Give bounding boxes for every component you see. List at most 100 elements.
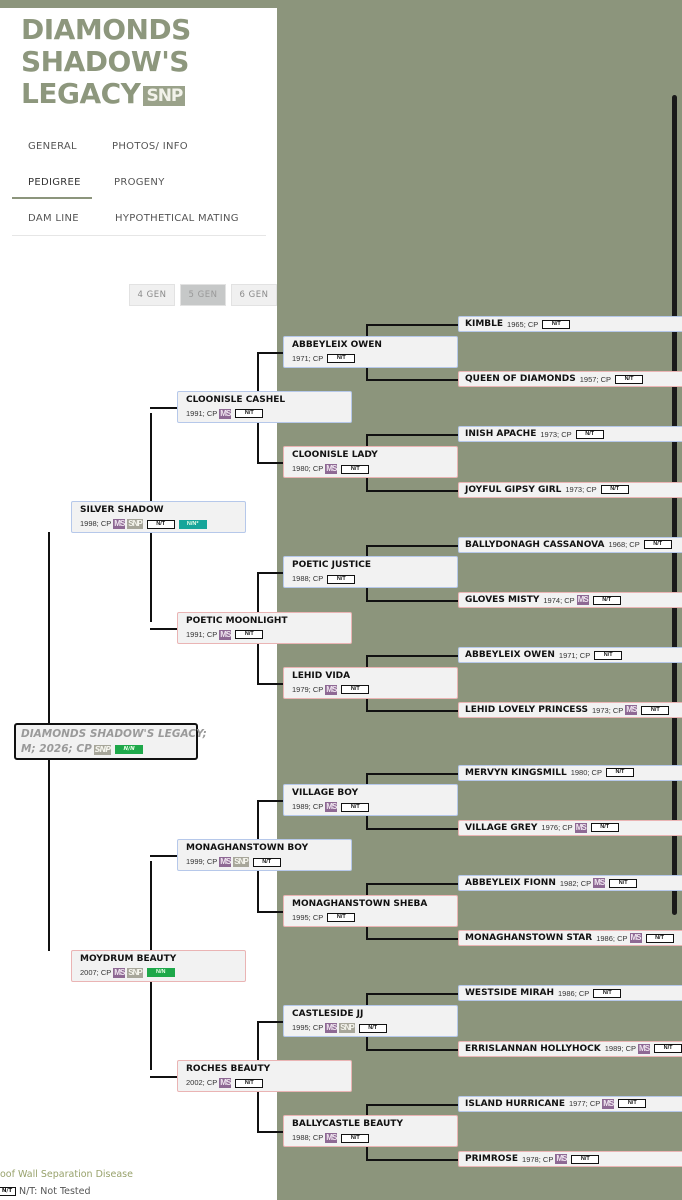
nt-badge: N/T bbox=[341, 802, 370, 812]
tab-general[interactable]: GENERAL bbox=[28, 141, 77, 152]
pedigree-connector bbox=[366, 938, 458, 941]
scrollbar[interactable] bbox=[672, 95, 677, 915]
gen-4-button[interactable]: 4 GEN bbox=[129, 284, 175, 306]
pedigree-connector bbox=[366, 600, 458, 602]
ancestor-name: ABBEYLEIX FIONN bbox=[465, 878, 556, 888]
pedigree-connector bbox=[150, 412, 152, 503]
tab-pedigree[interactable]: PEDIGREE bbox=[28, 177, 81, 188]
snp-badge: SNP bbox=[93, 744, 111, 755]
ms-badge: MS bbox=[576, 595, 589, 605]
nt-badge: N/T bbox=[654, 1044, 682, 1054]
ancestor-name: VILLAGE GREY bbox=[465, 822, 538, 833]
tab-dam-line[interactable]: DAM LINE bbox=[28, 213, 79, 224]
gen-6-button[interactable]: 6 GEN bbox=[231, 284, 277, 306]
tab-progeny[interactable]: PROGENY bbox=[114, 177, 165, 188]
ancestor-name: BALLYDONAGH CASSANOVA bbox=[465, 539, 605, 550]
ms-badge: MS bbox=[629, 933, 642, 944]
ancestor-name: MERVYN KINGSMILL bbox=[465, 767, 567, 778]
ancestor-name: CLOONISLE CASHEL bbox=[186, 394, 286, 405]
ms-badge: MS bbox=[219, 629, 232, 640]
nt-badge: N/T bbox=[645, 933, 674, 943]
ancestor-name: POETIC MOONLIGHT bbox=[186, 615, 288, 626]
ancestor-name: JOYFUL GIPSY GIRL bbox=[465, 484, 562, 495]
nt-badge: N/T bbox=[605, 768, 634, 778]
legend-hwsd: oof Wall Separation Disease bbox=[0, 1169, 133, 1180]
ancestor-name: ROCHES BEAUTY bbox=[186, 1064, 271, 1075]
nn-star-badge: N/N* bbox=[178, 519, 207, 529]
ms-badge: MS bbox=[325, 464, 338, 474]
nn-badge: N/N bbox=[146, 968, 175, 978]
pedigree-connector bbox=[366, 993, 458, 996]
gen-5-button[interactable]: 5 GEN bbox=[180, 284, 226, 306]
nav-divider bbox=[12, 235, 266, 236]
nt-badge: N/T bbox=[341, 1133, 370, 1143]
snp-badge: SNP bbox=[127, 519, 143, 530]
ancestor-name: KIMBLE bbox=[465, 319, 504, 329]
pedigree-connector bbox=[366, 1159, 458, 1161]
nt-badge: N/T bbox=[327, 354, 356, 364]
ms-badge: MS bbox=[625, 705, 638, 716]
tab-photos-info[interactable]: PHOTOS/ INFO bbox=[112, 141, 188, 152]
subject-horse-card[interactable]: DIAMONDS SHADOW'S LEGACY; M; 2026; CP SN… bbox=[14, 723, 207, 760]
ancestor-name: POETIC JUSTICE bbox=[292, 560, 372, 571]
ancestor-name: CLOONISLE LADY bbox=[292, 450, 378, 460]
tab-hypothetical-mating[interactable]: HYPOTHETICAL MATING bbox=[115, 213, 239, 224]
nt-badge: N/T bbox=[252, 857, 281, 867]
ms-badge: MS bbox=[113, 967, 126, 978]
ms-badge: MS bbox=[325, 802, 338, 813]
ancestor-name: SILVER SHADOW bbox=[80, 505, 164, 516]
ancestor-name: QUEEN OF DIAMONDS bbox=[465, 374, 576, 385]
ms-badge: MS bbox=[638, 1043, 651, 1054]
nt-badge: N/T bbox=[327, 913, 356, 923]
pedigree-connector bbox=[366, 434, 458, 437]
ancestor-name: LEHID LOVELY PRINCESS bbox=[465, 705, 589, 716]
ms-badge: MS bbox=[593, 878, 606, 888]
ancestor-name: BALLYCASTLE BEAUTY bbox=[292, 1119, 403, 1130]
pedigree-connector bbox=[257, 351, 285, 354]
